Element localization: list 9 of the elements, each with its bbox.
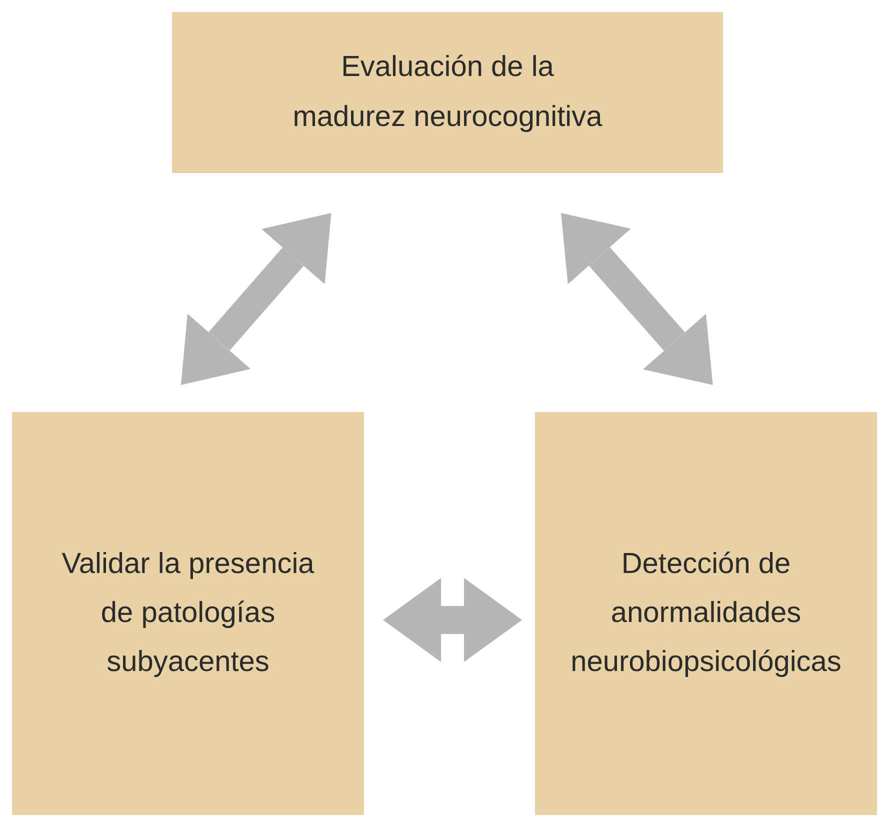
box-text: Evaluación de la madurez neurocognitiva	[292, 50, 604, 134]
double-arrow	[383, 578, 522, 662]
process-box	[172, 12, 723, 173]
box-text: Detección de anormalidades neurobiopsicológicas	[570, 546, 842, 680]
double-arrow	[561, 213, 713, 385]
process-box	[535, 412, 877, 815]
process-box	[12, 412, 364, 815]
box-text: Validar la presencia de patologías subyacentes	[60, 546, 316, 680]
double-arrow	[180, 213, 332, 385]
